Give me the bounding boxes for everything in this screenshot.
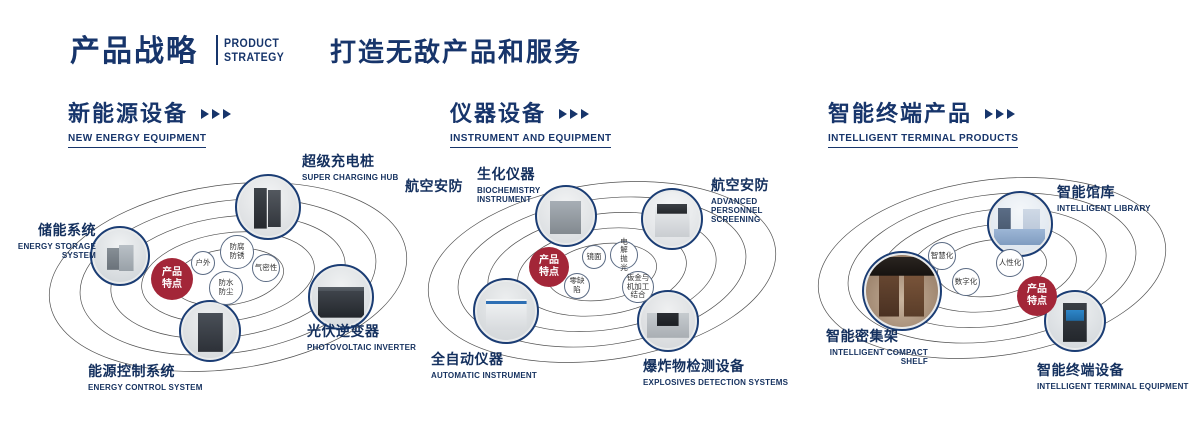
label-intelligent-library: 智能馆库 INTELLIGENT LIBRARY [1057, 184, 1151, 213]
feature-bubble: 零缺陷 [564, 273, 590, 299]
compact-shelf-photo [866, 255, 938, 327]
super-charging-hub-photo [239, 178, 297, 236]
energy-control-circle [179, 300, 241, 362]
page-title-en-line2: STRATEGY [224, 50, 285, 64]
section-heading-new-energy: 新能源设备 NEW ENERGY EQUIPMENT [68, 96, 232, 148]
label-personnel-screening: 航空安防 ADVANCED PERSONNEL SCREENING [711, 177, 769, 224]
explosives-detection-circle [637, 290, 699, 352]
explosives-detection-photo [641, 294, 695, 348]
biochemistry-instrument-circle [535, 185, 597, 247]
feature-bubble: 防水防尘 [209, 271, 243, 305]
tagline: 打造无敌产品和服务 [330, 37, 583, 67]
label-explosives-detection: 爆炸物检测设备 EXPLOSIVES DETECTION SYSTEMS [643, 358, 789, 387]
label-photovoltaic-inverter: 光伏逆变器 PHOTOVOLTAIC INVERTER [307, 323, 417, 352]
feature-bubble: 户外 [191, 251, 215, 275]
energy-storage-circle [90, 226, 150, 286]
product-features-badge: 产品特点 [151, 258, 193, 300]
feature-bubble: 钣金与机加工结合 [622, 271, 654, 303]
label-energy-storage: 储能系统 ENERGY STORAGE SYSTEM [17, 222, 96, 260]
feature-bubble: 智慧化 [928, 242, 956, 270]
section-heading-instrument: 仪器设备 INSTRUMENT AND EQUIPMENT [450, 96, 612, 148]
label-terminal-equipment: 智能终端设备 INTELLIGENT TERMINAL EQUIPMENT [1037, 362, 1189, 391]
page-title-en-line1: PRODUCT [224, 36, 280, 50]
feature-bubble: 人性化 [996, 249, 1024, 277]
label-aviation-security: 航空安防 [405, 178, 463, 194]
section-title: 新能源设备 [68, 101, 189, 126]
intelligent-library-circle [987, 191, 1053, 257]
energy-control-photo [183, 304, 237, 358]
automatic-instrument-circle [473, 278, 539, 344]
personnel-screening-photo [645, 192, 699, 246]
intelligent-library-photo [991, 195, 1049, 253]
label-energy-control: 能源控制系统 ENERGY CONTROL SYSTEM [88, 363, 203, 392]
section-subtitle: NEW ENERGY EQUIPMENT [68, 133, 207, 148]
feature-bubble: 数字化 [952, 268, 980, 296]
feature-bubble: 电解抛光 [610, 237, 638, 271]
feature-bubble: 镜面 [582, 245, 606, 269]
product-features-badge: 产品特点 [529, 247, 569, 287]
page-title-en: PRODUCT STRATEGY [224, 36, 284, 64]
super-charging-hub-circle [235, 174, 301, 240]
section-subtitle: INTELLIGENT TERMINAL PRODUCTS [828, 133, 1019, 148]
biochemistry-instrument-photo [539, 189, 593, 243]
compact-shelf-circle [862, 251, 942, 331]
label-super-charging-hub: 超级充电桩 SUPER CHARGING HUB [302, 153, 399, 182]
header-divider [216, 35, 218, 65]
product-features-badge: 产品特点 [1017, 276, 1057, 316]
terminal-equipment-photo [1048, 294, 1102, 348]
page-title: 产品战略 [70, 35, 198, 68]
automatic-instrument-photo [477, 282, 535, 340]
label-biochemistry-instrument: 生化仪器 BIOCHEMISTRY INSTRUMENT [477, 166, 541, 204]
feature-bubble: 气密性 [252, 254, 280, 282]
personnel-screening-circle [641, 188, 703, 250]
section-heading-intelligent-terminal: 智能终端产品 INTELLIGENT TERMINAL PRODUCTS [828, 96, 1019, 148]
energy-storage-photo [94, 230, 146, 282]
triple-chevron-right-icon [198, 108, 232, 119]
section-title: 智能终端产品 [828, 101, 973, 126]
photovoltaic-inverter-photo [312, 268, 370, 326]
triple-chevron-right-icon [556, 108, 590, 119]
section-title: 仪器设备 [450, 101, 547, 126]
section-subtitle: INSTRUMENT AND EQUIPMENT [450, 133, 612, 148]
label-automatic-instrument: 全自动仪器 AUTOMATIC INSTRUMENT [431, 351, 537, 380]
triple-chevron-right-icon [982, 108, 1016, 119]
label-compact-shelf: 智能密集架 INTELLIGENT COMPACT SHELF [826, 328, 928, 366]
photovoltaic-inverter-circle [308, 264, 374, 330]
feature-bubble: 防腐防锈 [220, 235, 254, 269]
